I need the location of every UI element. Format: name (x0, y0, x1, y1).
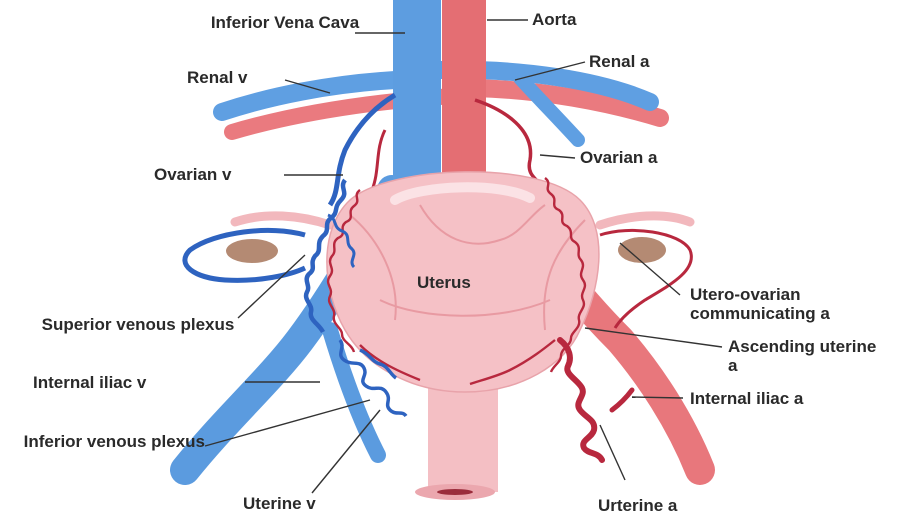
right-fallopian-tube (235, 216, 330, 225)
left-fallopian-tube (600, 216, 690, 225)
right-ovary (226, 239, 278, 263)
label-ovarian-v: Ovarian v (154, 165, 232, 184)
label-renal-v: Renal v (187, 68, 247, 87)
uterine-artery-to-iliac (612, 390, 632, 410)
label-uterus: Uterus (417, 273, 471, 292)
label-ivc: Inferior Vena Cava (210, 13, 360, 32)
left-ovary (618, 237, 666, 263)
cervix (428, 380, 498, 492)
label-inferior-venous-plexus: Inferior venous plexus (10, 432, 205, 451)
label-superior-venous-plexus: Superior venous plexus (38, 315, 238, 334)
label-internal-iliac-v: Internal iliac v (33, 373, 146, 392)
label-aorta: Aorta (532, 10, 576, 29)
label-uterine-v: Uterine v (243, 494, 316, 513)
label-utero-ovarian-communicating-a: Utero-ovarian communicating a (690, 285, 900, 323)
label-internal-iliac-a: Internal iliac a (690, 389, 803, 408)
label-ovarian-a: Ovarian a (580, 148, 658, 167)
label-uterine-a: Urterine a (598, 496, 677, 515)
label-ascending-uterine-a: Ascending uterine a (728, 337, 878, 375)
label-renal-a: Renal a (589, 52, 649, 71)
inferior-vena-cava (393, 0, 441, 200)
uterine-artery (560, 340, 602, 460)
cervical-opening (437, 489, 473, 495)
